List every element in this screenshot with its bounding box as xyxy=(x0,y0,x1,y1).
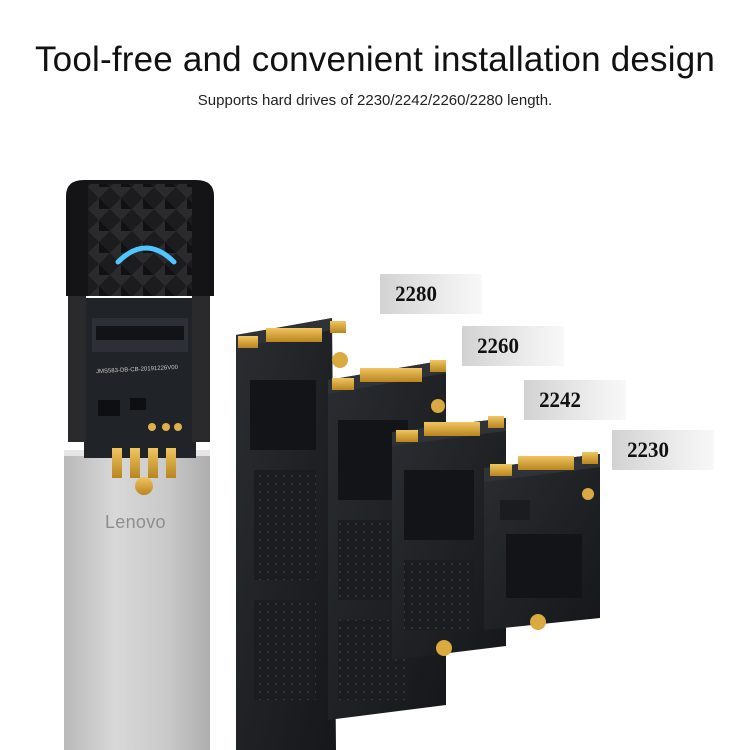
size-tag-2230: 2230 xyxy=(612,430,714,470)
size-tag-label: 2260 xyxy=(477,333,519,358)
enclosure-brand-logo: Lenovo xyxy=(105,512,166,532)
enclosure-contacts xyxy=(112,423,182,495)
ssd-card-2242 xyxy=(392,416,506,660)
size-tag-label: 2230 xyxy=(627,437,669,462)
indicator-light-icon xyxy=(115,245,177,265)
enclosure-cap xyxy=(66,180,214,296)
ssd-card-2230 xyxy=(484,452,600,630)
size-tag-label: 2280 xyxy=(395,281,437,306)
size-tag-2260: 2260 xyxy=(462,326,564,366)
size-tag-2280: 2280 xyxy=(380,274,482,314)
page-title: Tool-free and convenient installation de… xyxy=(34,40,716,79)
size-tag-2242: 2242 xyxy=(524,380,626,420)
ssd-card-2280 xyxy=(236,318,348,750)
enclosure-body xyxy=(64,292,210,750)
page-subtitle: Supports hard drives of 2230/2242/2260/2… xyxy=(197,92,553,109)
size-tag-label: 2242 xyxy=(539,387,581,412)
